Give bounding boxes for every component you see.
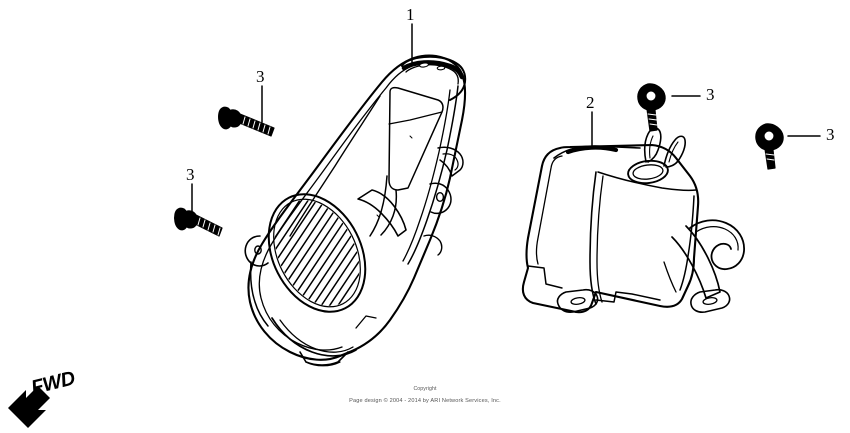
flange-bolt-upper-right — [637, 83, 666, 132]
bolt-c-threads — [647, 113, 658, 126]
shroud-cap-hole-inner — [632, 164, 664, 180]
fan-cover-top-lip — [401, 60, 465, 80]
fan-cover-recess-fold — [388, 111, 443, 125]
callout-number-3-upper-right: 3 — [706, 85, 715, 104]
fan-cover-recess — [388, 86, 444, 191]
part-fan-cover — [244, 54, 467, 367]
callout-number-3-lower-left: 3 — [186, 165, 195, 184]
fan-cover-right-boss — [429, 182, 452, 215]
bolt-c-head-face — [645, 90, 657, 102]
leader-lines — [191, 23, 821, 215]
bolt-b-shank — [192, 214, 223, 237]
fwd-label: FWD — [29, 367, 78, 400]
fan-cover-flange-arrow — [357, 189, 407, 237]
bolt-b-threads — [197, 217, 221, 236]
fan-cover-left-tail — [249, 261, 269, 327]
shroud-bracket-foot-hole — [702, 297, 718, 305]
fan-cover-surface-ticks — [376, 135, 413, 218]
fan-cover-left-ridge — [289, 95, 381, 237]
callout-number-2: 2 — [586, 93, 595, 112]
shroud-hook-clip — [689, 219, 745, 271]
shroud-outer-outline — [521, 143, 700, 314]
shroud-lower-right-fold — [663, 261, 677, 293]
shroud-prong-right-inner — [668, 141, 679, 163]
bolt-d-head-face — [763, 130, 775, 142]
fan-cover-bottom-lip-edge — [305, 361, 341, 367]
shroud-bracket-foot — [690, 288, 731, 313]
callout-number-3-upper-left: 3 — [256, 67, 265, 86]
shroud-bottom-edge — [595, 291, 661, 303]
fan-cover-outer-outline — [247, 54, 467, 361]
fan-cover-left-ear-hole — [254, 245, 262, 255]
fan-cover-latch-inner — [442, 153, 459, 171]
grille-inner-ring — [273, 198, 361, 308]
bolt-a-threads — [242, 116, 271, 135]
shroud-bracket-arm — [671, 225, 721, 299]
shroud-right-fold — [679, 195, 695, 291]
shroud-top-right-fold — [597, 171, 697, 192]
flange-bolt-far-right — [755, 123, 784, 170]
grille-slats — [257, 185, 370, 321]
shroud-front-fold — [589, 171, 597, 305]
fan-cover-top-opening — [401, 55, 467, 101]
fan-cover-right-flank-b — [402, 89, 451, 262]
bolt-a-shank — [236, 113, 275, 137]
fan-cover-left-ear — [244, 235, 269, 267]
copyright-line-2: Page design © 2004 - 2014 by ARI Network… — [349, 398, 501, 404]
flange-bolt-lower-left — [174, 207, 223, 237]
shroud-left-foot — [556, 288, 599, 313]
shroud-prong-right — [663, 135, 686, 168]
fwd-arrow-icon — [8, 386, 50, 428]
fan-cover-center-rib-b — [380, 189, 398, 236]
shroud-inner-edge — [535, 155, 563, 265]
fan-cover-bottom-skirt-inner — [279, 319, 354, 353]
fan-cover-step-detail — [355, 315, 377, 329]
shroud-front-fold-b — [596, 175, 604, 303]
shroud-bottom-notch — [527, 265, 563, 289]
shroud-hook-clip-inner — [695, 226, 739, 251]
fwd-orientation-marker: FWD — [4, 367, 90, 418]
fan-cover-lower-hook — [423, 234, 443, 256]
copyright-line-1: Copyright — [413, 386, 437, 392]
flange-bolt-upper-left — [218, 106, 275, 137]
bolt-d-threads — [765, 153, 775, 161]
shroud-cap-hole-outer — [627, 159, 669, 185]
fan-cover-right-boss-hole — [435, 191, 445, 202]
fan-cover-lip-notches — [418, 62, 446, 71]
shroud-top-lip — [565, 145, 619, 155]
callout-number-3-far-right: 3 — [826, 125, 835, 144]
grille-outer-ring — [267, 193, 367, 313]
shroud-left-foot-hole — [570, 297, 586, 305]
fan-cover-latch — [437, 146, 464, 177]
shroud-prong-left — [643, 127, 662, 163]
shroud-prong-left-inner — [649, 135, 654, 159]
callout-number-1: 1 — [406, 5, 415, 24]
part-cylinder-head-shroud — [521, 127, 745, 314]
